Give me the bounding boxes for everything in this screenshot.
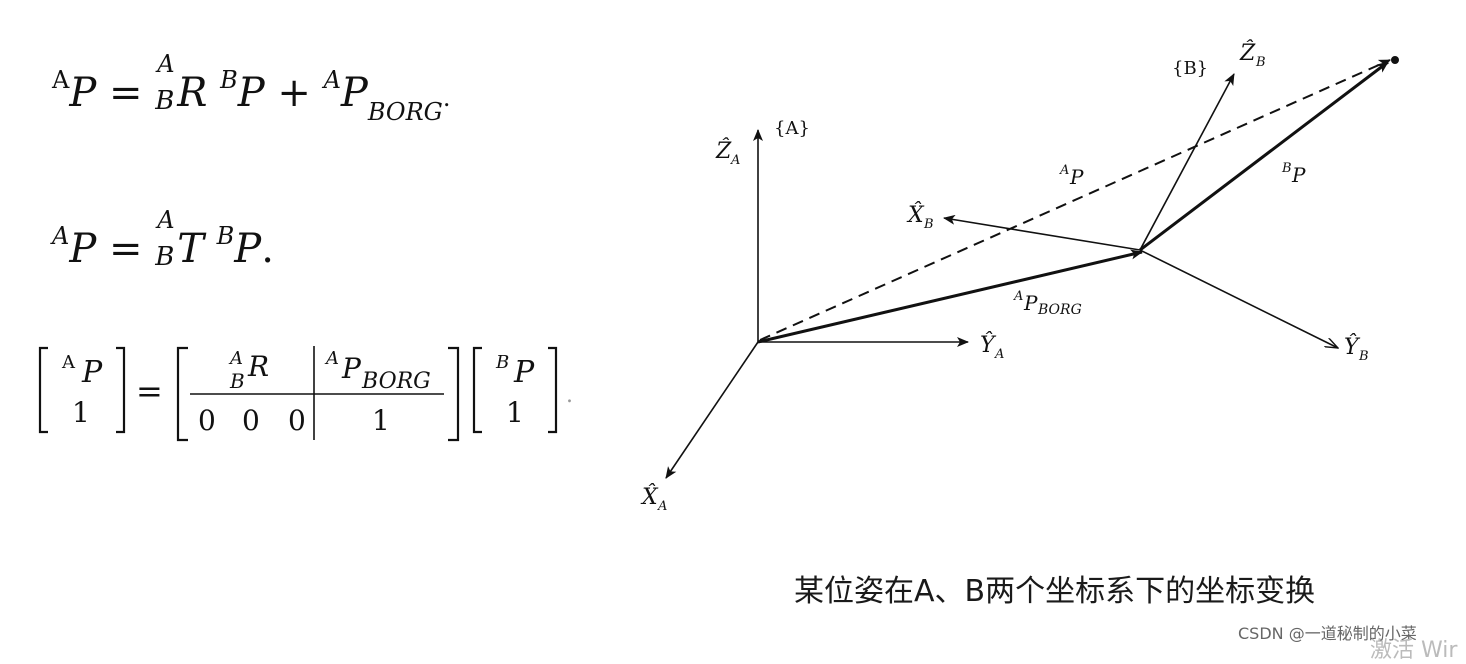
- xb-label: X̂: [906, 202, 925, 228]
- za-label: Ẑ: [715, 137, 732, 164]
- m-r-sup: A: [228, 348, 243, 369]
- activation-watermark: 激活 Wir: [1370, 638, 1458, 663]
- xb-sub: B: [923, 217, 934, 232]
- left-vector-open-bracket: [38, 346, 48, 434]
- eq1-org-p: P: [340, 70, 368, 116]
- bp-label: P: [1291, 163, 1306, 187]
- eq1-r-sub: B: [155, 86, 175, 116]
- xb-axis: [943, 214, 1141, 251]
- point-p: [1391, 56, 1399, 64]
- eq1-org-sub: BORG: [367, 98, 443, 126]
- m-zero-2: 0: [242, 404, 260, 437]
- lv-sup: A: [61, 352, 76, 373]
- za-sub: A: [730, 153, 740, 168]
- matrix-equals: =: [136, 372, 163, 410]
- ap-vector-dashed: [759, 59, 1391, 341]
- eq2-p-sup: B: [216, 222, 235, 250]
- eq1-period: .: [442, 84, 451, 112]
- eq2-transform: T: [177, 226, 204, 272]
- eq1-r-sup: A: [157, 50, 175, 78]
- m-p-sub: BORG: [361, 369, 431, 394]
- aporg-label: P: [1023, 291, 1038, 315]
- matrix-open-bracket: [176, 346, 188, 442]
- lv-one: 1: [72, 396, 90, 429]
- m-one: 1: [372, 404, 390, 437]
- aporg-sup: A: [1013, 289, 1023, 304]
- m-p-sup: A: [324, 348, 339, 369]
- m-p: P: [341, 352, 362, 385]
- eq1-rotation: R: [177, 70, 208, 116]
- right-vector-open-bracket: [472, 346, 482, 434]
- eq1-plus: +: [277, 70, 311, 116]
- eq2-t-sup: A: [157, 206, 175, 234]
- lv-p: P: [81, 355, 103, 390]
- m-zero-1: 0: [198, 404, 216, 437]
- xa-label: X̂: [640, 484, 659, 510]
- rv-sup: B: [495, 352, 509, 373]
- eq1-org-sup: A: [323, 66, 341, 94]
- xa-sub: A: [657, 499, 667, 514]
- eq1-equals: =: [108, 70, 143, 116]
- frame-a-label: {A}: [774, 118, 810, 139]
- ap-sup: A: [1059, 163, 1069, 178]
- aporg-sub: BORG: [1037, 302, 1082, 318]
- m-r-sub: B: [229, 369, 245, 393]
- eq1-lhs-p: P: [69, 70, 97, 116]
- bp-vector: [1139, 60, 1389, 252]
- eq2-period: .: [261, 226, 274, 272]
- left-vector-close-bracket: [116, 346, 126, 434]
- m-zero-3: 0: [288, 404, 306, 437]
- diagram-caption: 某位姿在A、B两个坐标系下的坐标变换: [794, 574, 1316, 609]
- bp-sup: B: [1281, 161, 1292, 176]
- zb-sub: B: [1255, 55, 1266, 70]
- eq2-lhs-p: P: [69, 226, 97, 272]
- eq2-equals: =: [108, 226, 143, 272]
- eq2-lhs-frame: A: [52, 222, 70, 250]
- eq1-lhs-frame: A: [52, 66, 70, 94]
- ya-label: Ŷ: [980, 331, 997, 358]
- rv-p: P: [513, 355, 535, 390]
- ap-label: P: [1069, 165, 1084, 189]
- yb-axis: [1139, 249, 1338, 348]
- eq1-p: P: [237, 70, 265, 116]
- m-r: R: [247, 350, 269, 383]
- zb-label: Ẑ: [1239, 39, 1256, 66]
- right-vector-close-bracket: [548, 346, 558, 434]
- matrix-close-bracket: [448, 346, 460, 442]
- matrix-equation: A P 1 = A B R A P BORG 0 0 0 1 B P 1 .: [38, 346, 573, 442]
- eq1-p-sup: B: [220, 66, 238, 94]
- yb-sub: B: [1358, 349, 1369, 364]
- eq2-t-sub: B: [155, 242, 175, 272]
- xa-axis: [665, 341, 759, 479]
- eq2-p: P: [234, 226, 262, 272]
- rv-one: 1: [506, 396, 524, 429]
- source-watermark: CSDN @一道秘制的小菜: [1238, 624, 1417, 643]
- yb-label: Ŷ: [1344, 333, 1361, 360]
- ya-sub: A: [994, 347, 1004, 362]
- aporg-vector: [757, 249, 1143, 344]
- zb-axis: [1139, 73, 1235, 251]
- matrix-period: .: [566, 383, 573, 408]
- frame-transform-diagram: {A} {B} Ẑ A Ŷ A X̂ A Ẑ B X̂ B Ŷ B A P B …: [640, 39, 1399, 514]
- frame-b-label: {B}: [1172, 58, 1208, 79]
